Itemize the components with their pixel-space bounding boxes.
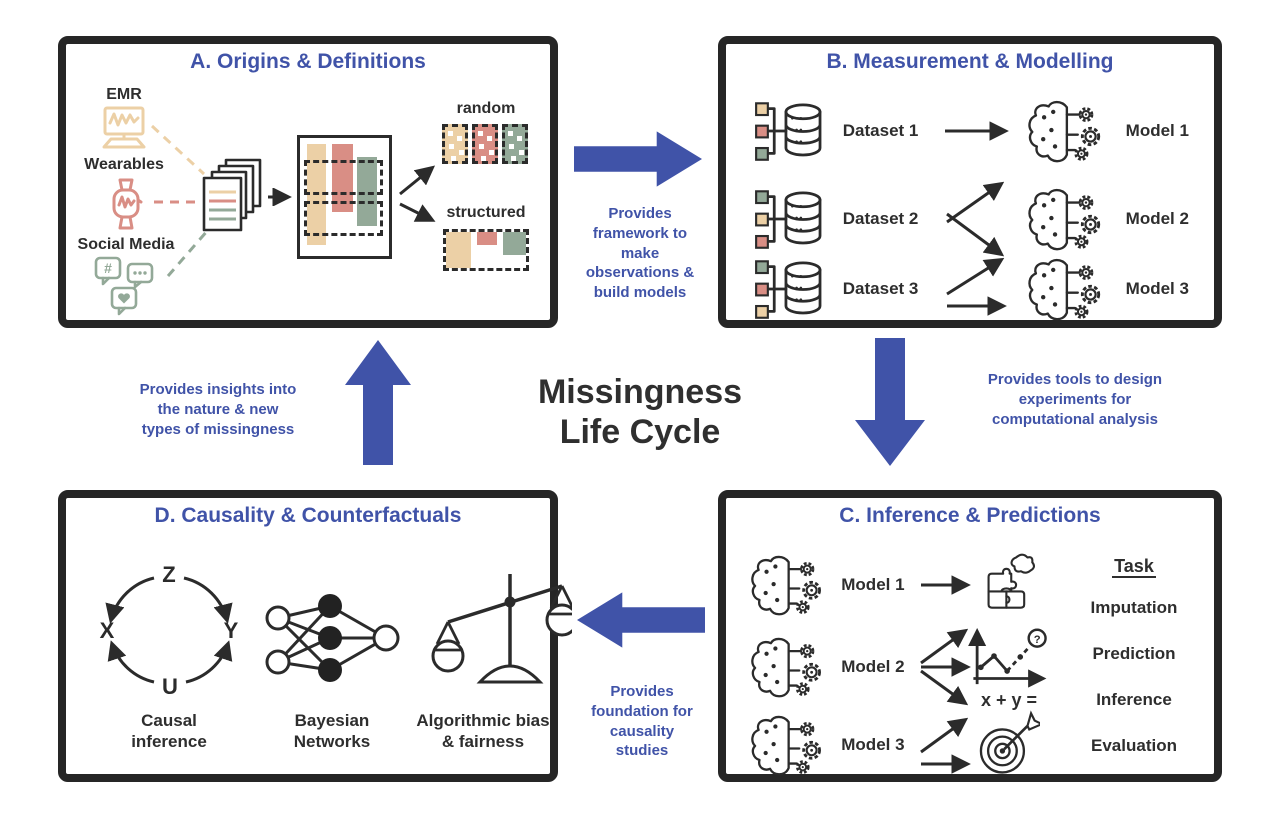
brain-gears-icon [1025,185,1109,253]
brain-gears-icon [748,634,829,700]
model-label: Model 2 [841,657,905,676]
missingness-matrix [297,135,392,259]
svg-text:?: ? [1034,634,1041,646]
diagram-title: Missingness Life Cycle [537,373,743,452]
task-imputation: Imputation [1090,598,1178,617]
emr-laptop-icon [102,106,146,149]
database-icon [755,102,822,161]
brain-gears-icon [748,552,829,618]
task-prediction: Prediction [1092,644,1176,663]
matrix-branch-arrows [399,165,436,222]
causal-loop-icon: Z X Y U [100,562,239,699]
dataset-model-row: Dataset 2 Model 2 [754,180,1206,258]
source-connector-lines [150,124,210,277]
source-label-social-media: Social Media [77,236,175,253]
dataset-label: Dataset 1 [842,121,919,140]
panel-measurement-modelling: B. Measurement & Modelling Dataset 1 Mod… [718,36,1222,328]
task-evaluation: Evaluation [1091,736,1177,755]
model-label: Model 2 [1125,209,1189,228]
model-arrow [920,575,971,595]
arrow-d-to-a [345,340,411,465]
task-inference: Inference [1096,690,1172,709]
dataset-label: Dataset 3 [842,279,919,298]
loop-label-z: Z [162,562,175,587]
model-row: Model 2 [748,628,978,706]
task-column-header: Task [1074,556,1194,578]
panel-b-title: B. Measurement & Modelling [826,50,1114,73]
brain-gears-icon [1025,97,1109,165]
model-row: Model 3 [748,706,978,784]
scales-icon [431,574,572,684]
panel-causality-counterfactuals: D. Causality & Counterfactuals Z X Y U C… [58,490,572,782]
brain-gears-icon [1025,255,1109,323]
note-c-to-d: Provides foundation for causality studie… [591,683,693,760]
svg-text:#: # [104,260,112,276]
evaluation-target-icon [979,710,1040,774]
dataset-model-row: Dataset 1 Model 1 [754,92,1206,170]
social-media-bubbles-icon: # [94,256,154,316]
structured-label: structured [446,204,526,221]
document-stack-icon [202,158,262,232]
random-missingness-blocks [442,124,528,164]
database-icon [755,260,822,319]
model-arrows [919,628,971,706]
stack-to-matrix-arrow [268,188,292,206]
structured-missingness-blocks [443,229,529,271]
caption-algorithmic-bias: Algorithmic bias & fairness [416,711,550,752]
dataset-arrows [946,257,1007,316]
brain-gears-icon [748,712,829,778]
dataset-label: Dataset 2 [842,209,919,228]
model-row: Model 1 [748,546,978,624]
loop-label-u: U [162,674,178,699]
database-icon [755,190,822,249]
panel-c-title: C. Inference & Predictions [839,504,1101,527]
panel-d-title: D. Causality & Counterfactuals [154,504,462,527]
caption-bayesian-networks: Bayesian Networks [293,711,371,752]
task-header-text: Task [1112,556,1156,578]
loop-label-y: Y [224,618,239,643]
equation-text: x + y = [980,690,1038,710]
wearables-watch-icon [112,178,143,230]
model-label: Model 3 [1125,279,1189,298]
dataset-arrows [946,181,1005,257]
model-label: Model 3 [841,735,905,754]
source-label-wearables: Wearables [84,156,164,173]
caption-causal-inference: Causal inference [131,711,207,752]
note-a-to-b: Provides framework to make observations … [585,205,695,302]
panel-a-title: A. Origins & Definitions [190,50,426,73]
arrow-c-to-d [577,592,705,648]
bayesian-network-icon [265,594,400,682]
source-label-emr: EMR [106,86,142,103]
random-label: random [456,100,516,117]
prediction-chart-icon: ? [967,627,1047,688]
arrow-a-to-b [574,131,702,187]
note-d-to-a: Provides insights into the nature & new … [139,381,297,438]
model-label: Model 1 [841,575,905,594]
model-label: Model 1 [1125,121,1189,140]
panel-origins-definitions: A. Origins & Definitions EMR Wearables [58,36,558,328]
arrow-b-to-c [855,338,925,466]
dataset-arrow [945,121,1009,141]
dataset-model-row: Dataset 3 Model 3 [754,250,1206,328]
panel-inference-predictions: C. Inference & Predictions Model 1 Model… [718,490,1222,782]
puzzle-icon [987,553,1036,609]
loop-label-x: X [100,618,115,643]
note-b-to-c: Provides tools to design experiments for… [987,371,1163,428]
model-arrows [919,717,971,774]
